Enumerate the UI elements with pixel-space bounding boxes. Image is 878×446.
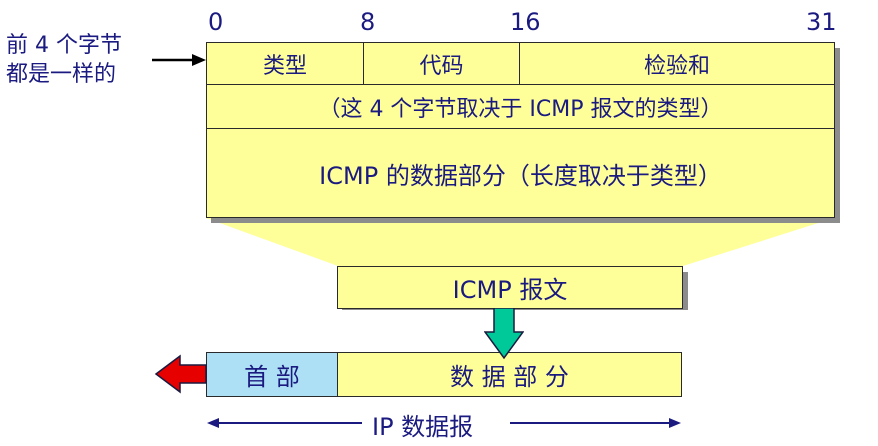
ip-data: 数 据 部 分 [450, 363, 569, 391]
icmp-message-box: ICMP 报文 [337, 266, 683, 309]
side-note-arrow [152, 54, 206, 66]
field-type: 类型 [207, 43, 364, 85]
field-code: 代码 [364, 43, 520, 85]
bit-position-16: 16 [510, 8, 541, 36]
icmp-message-label: ICMP 报文 [452, 276, 568, 304]
side-note-line-2: 都是一样的 [6, 62, 117, 87]
type-dependent-field: （这 4 个字节取决于 ICMP 报文的类型） [207, 85, 834, 129]
bit-position-8: 8 [360, 8, 376, 36]
bit-position-31: 31 [806, 8, 837, 36]
icmp-data-field: ICMP 的数据部分（长度取决于类型） [319, 161, 722, 190]
side-note-line-1: 前 4 个字节 [6, 33, 122, 58]
field-checksum: 检验和 [520, 43, 834, 85]
ip-header: 首 部 [207, 353, 338, 396]
green-down-arrow [484, 308, 524, 360]
bit-position-0: 0 [208, 8, 224, 36]
ip-datagram: 首 部 数 据 部 分 [206, 352, 682, 397]
red-left-arrow [154, 354, 207, 394]
ip-datagram-label: IP 数据报 [372, 413, 474, 441]
icmp-structure: 类型 代码 检验和 （这 4 个字节取决于 ICMP 报文的类型） ICMP 的… [206, 42, 835, 218]
